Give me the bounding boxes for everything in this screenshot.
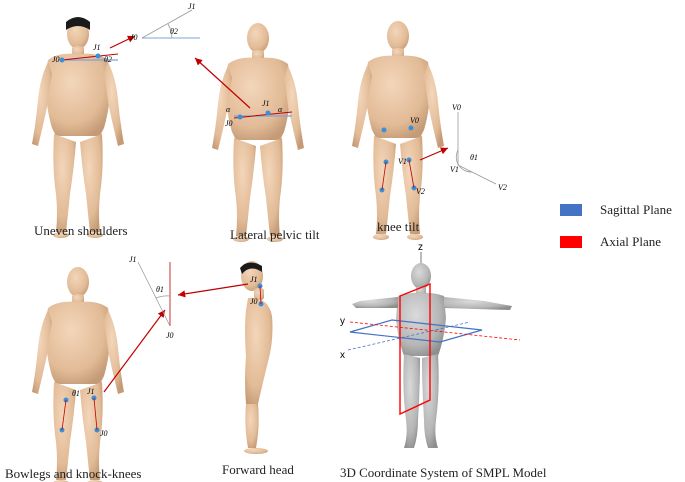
callout-arrow [194,57,251,109]
caption-bowlegs: Bowlegs and knock-knees [5,466,142,481]
joint-j1 [265,110,271,116]
axis-label-x: x [340,350,345,361]
caption-smpl-coordinate: 3D Coordinate System of SMPL Model [340,465,547,480]
label-j0: J0 [52,55,60,64]
shin-line-left [61,399,67,431]
pelvis-tilt-line [233,111,293,119]
caption-lateral-pelvic-tilt: Lateral pelvic tilt [230,227,320,242]
figure-bowlegs [32,267,124,482]
figure-forward-head [240,261,273,454]
joint-j0 [59,57,65,63]
figure-knee-tilt [352,21,444,240]
caption-knee-tilt: knee tilt [377,219,420,234]
label-j1: J1 [93,43,101,52]
neck-line [259,285,262,305]
inset-label-j1: J1 [129,255,137,264]
inset-label-v2: V2 [498,183,507,192]
figure-smpl-model [352,263,512,448]
inset-label-j0: J0 [130,33,138,42]
figure-uneven-shoulders [32,19,124,238]
inset-label-v1: V1 [450,165,459,174]
inset-label-theta1: θ1 [156,285,164,294]
axial-plane-blue [349,319,483,343]
callout-arrow [177,283,249,298]
bowlegs-panel: θ1 J1 J0 J1 J0 θ1 [32,255,174,482]
hair [66,17,90,30]
inset-angle-knee: V0 V1 V2 θ1 [450,103,507,192]
inset-label-j0: J0 [166,331,174,340]
shin-line-right [408,159,415,189]
joint-hip-left [381,127,387,133]
caption-uneven-shoulders: Uneven shoulders [34,223,128,238]
label-j0: J0 [250,297,258,306]
caption-forward-head: Forward head [222,462,294,477]
label-j1: J1 [87,387,95,396]
callout-arrow [103,309,166,393]
inset-label-theta2: θ2 [170,27,178,36]
inset-angle-bowlegs: J1 J0 θ1 [129,255,174,340]
shoulder-tilt-line [61,53,119,61]
inset-label-theta1: θ1 [470,153,478,162]
shin-line-left [381,161,387,191]
callout-arrow [109,35,136,49]
label-v1: V1 [398,157,407,166]
uneven-shoulders-panel: J0 J1 θ2 J0 J1 θ2 [32,2,200,238]
smpl-coordinate-panel: z y x [340,242,521,448]
joint-v0 [408,125,414,131]
label-j0: J0 [100,429,108,438]
legend-swatch-axial [560,236,582,248]
label-alpha-left: α [226,105,231,114]
lateral-pelvic-tilt-panel: α α J1 J0 [194,23,304,242]
inset-angle-shoulders: J0 J1 θ2 [130,2,200,42]
label-v2: V2 [416,187,425,196]
x-axis [347,321,471,351]
joint-j0 [237,114,243,120]
label-theta2: θ2 [104,55,112,64]
legend-swatch-sagittal [560,204,582,216]
legend-label-axial: Axial Plane [600,234,662,249]
label-alpha-right: α [278,105,283,114]
y-axis [349,321,521,341]
forward-head-panel: J1 J0 [177,261,273,454]
axis-label-z: z [418,242,423,253]
shin-line-right [93,397,98,431]
legend-item-axial: Axial Plane [560,234,661,250]
label-j1: J1 [250,275,258,284]
figure-pelvic-tilt [212,23,304,242]
label-theta1: θ1 [72,389,80,398]
callout-arrow [419,147,449,161]
joint-j1 [95,53,101,59]
label-j1: J1 [262,99,270,108]
label-j0: J0 [225,119,233,128]
inset-label-v0: V0 [452,103,461,112]
knee-tilt-panel: V0 V1 V2 V0 V1 V2 θ1 [352,21,507,240]
legend-label-sagittal: Sagittal Plane [600,202,672,217]
label-v0: V0 [410,116,419,125]
inset-label-j1: J1 [188,2,196,11]
legend-item-sagittal: Sagittal Plane [560,202,672,218]
sagittal-plane-red [399,282,431,416]
axis-label-y: y [340,316,345,327]
